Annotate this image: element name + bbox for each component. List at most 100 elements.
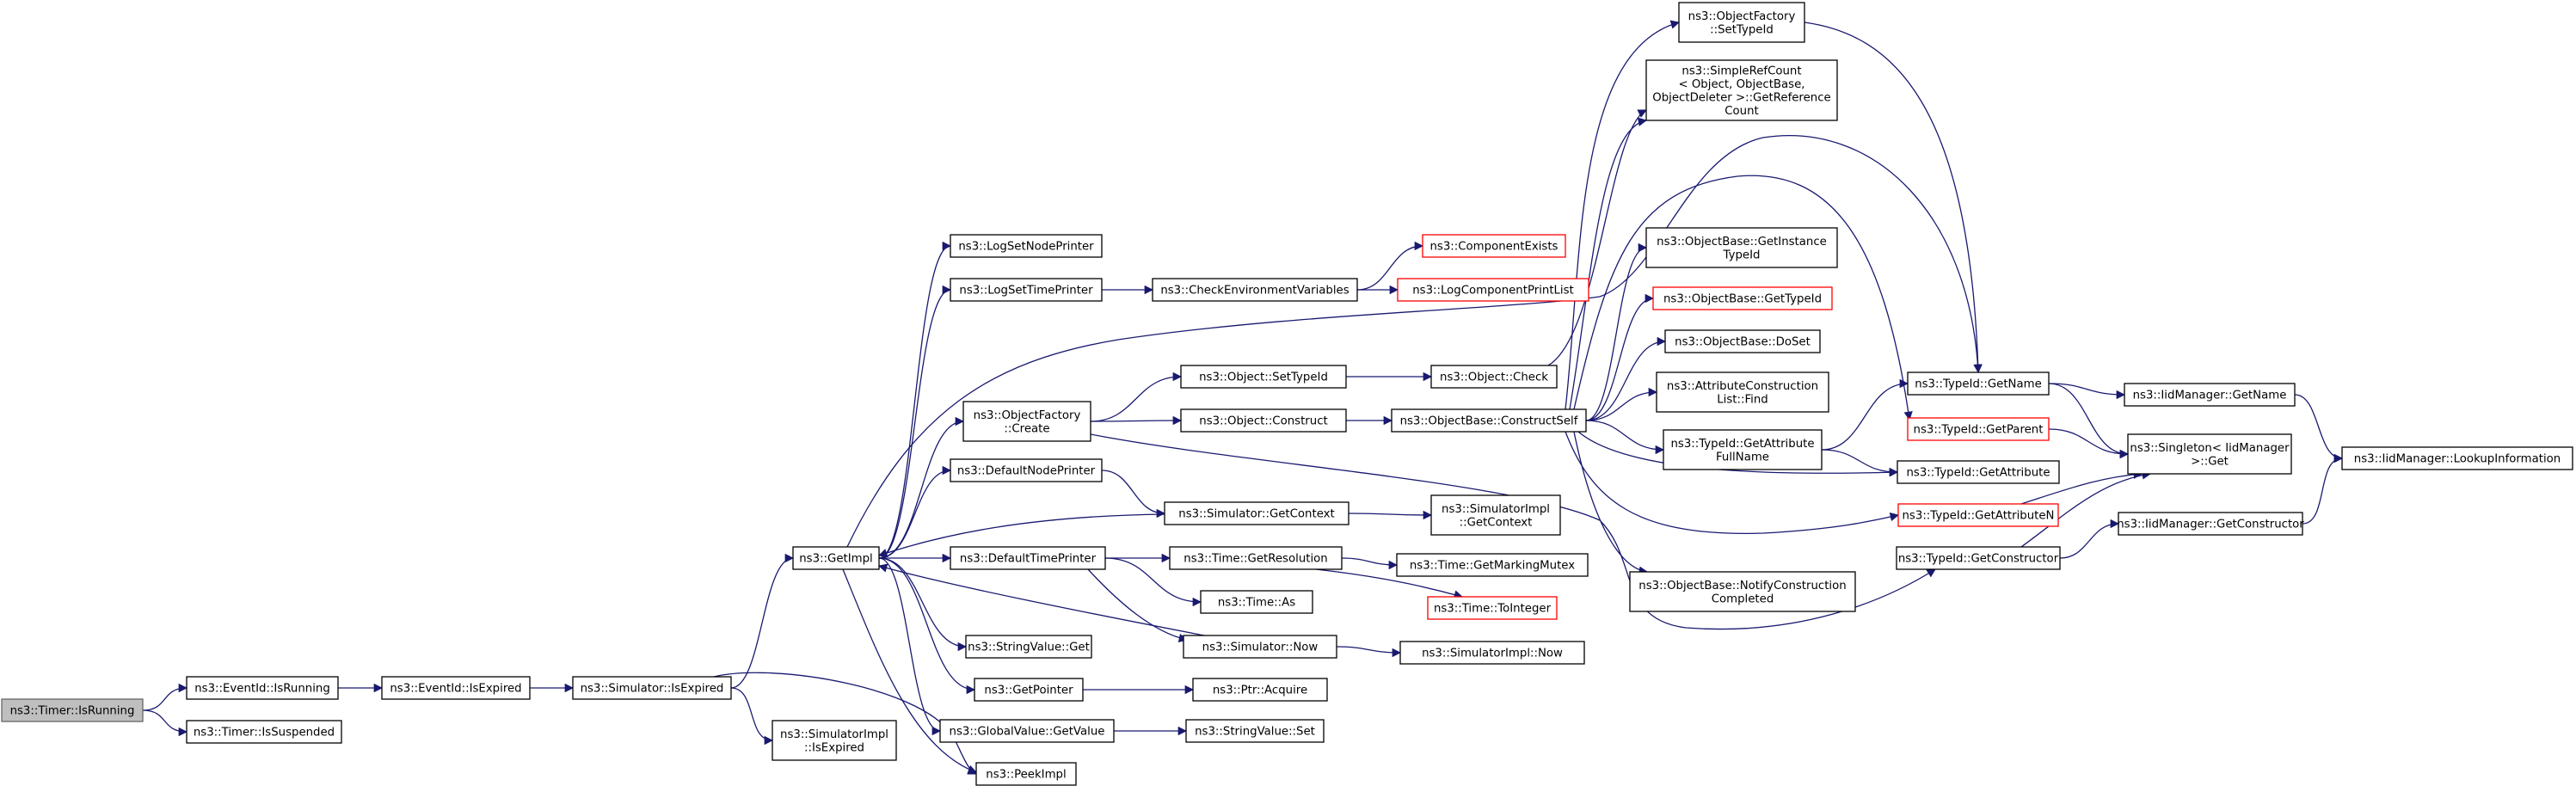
node-defaulttimeprinter[interactable]: ns3::DefaultTimePrinter xyxy=(950,546,1106,570)
node-object-construct[interactable]: ns3::Object::Construct xyxy=(1180,408,1347,433)
node-simulator-getcontext[interactable]: ns3::Simulator::GetContext xyxy=(1164,501,1349,525)
node-label: ns3::GetPointer xyxy=(984,685,1073,697)
node-label: ns3::CheckEnvironmentVariables xyxy=(1160,285,1349,298)
node-label: ns3::Object::Check xyxy=(1440,371,1548,384)
node-simulator-now[interactable]: ns3::Simulator::Now xyxy=(1183,635,1337,659)
edge-objectbase_constructself-to-objectbase_gettypeid xyxy=(1585,293,1655,421)
edge-simulator_now-to-simulatorimpl_now xyxy=(1336,646,1402,658)
node-eventid-isrunning[interactable]: ns3::EventId::IsRunning xyxy=(186,676,339,700)
edge-typeid_getname-to-singleton_get xyxy=(2048,383,2130,459)
node-label: ns3::ObjectFactory xyxy=(1688,10,1796,23)
node-logcomponentprintlist[interactable]: ns3::LogComponentPrintList xyxy=(1397,278,1589,302)
edge-simulator_now-to-getimpl xyxy=(877,563,1205,636)
node-iidmanager-lookupinformation[interactable]: ns3::IidManager::LookupInformation xyxy=(2341,446,2573,470)
node-label: Count xyxy=(1725,105,1759,118)
node-objectfactory-create[interactable]: ns3::ObjectFactory::Create xyxy=(962,401,1091,442)
edge-typeid_getparent-to-singleton_get xyxy=(2048,428,2130,459)
edge-time_getresolution-to-time_getmarkingmutex xyxy=(1341,557,1399,570)
node-label: ns3::Time::As xyxy=(1218,597,1295,610)
node-eventid-isexpired[interactable]: ns3::EventId::IsExpired xyxy=(381,676,531,700)
edge-typeid_getconstructor-to-singleton_get xyxy=(2020,470,2152,548)
edge-simulator_isexpired-to-peekimpl xyxy=(713,672,977,775)
node-label: ns3::TypeId::GetName xyxy=(1915,378,2042,391)
node-iidmanager-getconstructor[interactable]: ns3::IidManager::GetConstructor xyxy=(2117,512,2304,536)
node-object-check[interactable]: ns3::Object::Check xyxy=(1430,365,1558,389)
node-label: ns3::Time::GetResolution xyxy=(1183,553,1327,566)
node-label: ns3::DefaultTimePrinter xyxy=(960,553,1097,566)
node-singleton-get[interactable]: ns3::Singleton< IidManager >::Get xyxy=(2127,433,2292,475)
edge-typeid_getattributen-to-singleton_get xyxy=(2020,470,2143,505)
node-simulatorimpl-now[interactable]: ns3::SimulatorImpl::Now xyxy=(1399,641,1585,665)
node-getpointer[interactable]: ns3::GetPointer xyxy=(974,678,1084,702)
node-object-settypeid[interactable]: ns3::Object::SetTypeId xyxy=(1180,365,1347,389)
node-label: ns3::ObjectBase::GetInstance xyxy=(1657,236,1827,249)
node-peekimpl[interactable]: ns3::PeekImpl xyxy=(975,762,1077,786)
node-stringvalue-set[interactable]: ns3::StringValue::Set xyxy=(1185,719,1325,743)
edge-iidmanager_getname-to-iidmanager_lookupinformation xyxy=(2294,394,2344,464)
node-simplerefcount[interactable]: ns3::SimpleRefCount< Object, ObjectBase,… xyxy=(1645,59,1838,121)
node-label: ns3::Time::GetMarkingMutex xyxy=(1410,560,1575,573)
node-timer-issuspended[interactable]: ns3::Timer::IsSuspended xyxy=(186,720,342,744)
node-logsetnodeprinter[interactable]: ns3::LogSetNodePrinter xyxy=(950,234,1103,258)
node-typeid-getattribute[interactable]: ns3::TypeId::GetAttribute xyxy=(1897,460,2060,484)
node-label: ::IsExpired xyxy=(804,741,864,754)
edge-getimpl-to-stringvalue_get xyxy=(878,557,968,652)
node-typeid-getconstructor[interactable]: ns3::TypeId::GetConstructor xyxy=(1896,546,2061,570)
node-globalvalue-getvalue[interactable]: ns3::GlobalValue::GetValue xyxy=(939,719,1115,743)
node-simulatorimpl-isexpired[interactable]: ns3::SimulatorImpl::IsExpired xyxy=(772,720,897,761)
edge-checkenvironmentvariables-to-componentexists xyxy=(1356,241,1424,291)
node-label: ns3::ObjectBase::DoSet xyxy=(1675,336,1811,349)
node-objectbase-notifyconstructioncompleted[interactable]: ns3::ObjectBase::NotifyConstructionCompl… xyxy=(1629,571,1856,612)
node-componentexists[interactable]: ns3::ComponentExists xyxy=(1422,234,1566,258)
edge-objectbase_constructself-to-objectbase_getinstancetypeid xyxy=(1585,243,1648,421)
node-logsettimeprinter[interactable]: ns3::LogSetTimePrinter xyxy=(950,278,1103,302)
node-label: ns3::DefaultNodePrinter xyxy=(957,465,1096,478)
node-label: ns3::AttributeConstruction xyxy=(1667,380,1818,393)
node-defaultnodeprinter[interactable]: ns3::DefaultNodePrinter xyxy=(950,458,1103,482)
node-label: ns3::TypeId::GetAttributeN xyxy=(1903,510,2055,523)
node-time-getmarkingmutex[interactable]: ns3::Time::GetMarkingMutex xyxy=(1396,553,1589,577)
node-objectfactory-settypeid[interactable]: ns3::ObjectFactory::SetTypeId xyxy=(1678,2,1805,43)
node-stringvalue-get[interactable]: ns3::StringValue::Get xyxy=(965,635,1092,659)
node-label: List::Find xyxy=(1717,393,1768,406)
node-iidmanager-getname[interactable]: ns3::IidManager::GetName xyxy=(2124,383,2296,407)
node-label: FullName xyxy=(1716,451,1769,464)
node-time-as[interactable]: ns3::Time::As xyxy=(1200,590,1313,614)
node-label: TypeId xyxy=(1723,249,1761,261)
edge-time_getresolution-to-time_tointeger xyxy=(1315,568,1464,599)
node-time-getresolution[interactable]: ns3::Time::GetResolution xyxy=(1169,546,1343,570)
node-objectbase-doset[interactable]: ns3::ObjectBase::DoSet xyxy=(1664,329,1821,353)
node-timer-isrunning[interactable]: ns3::Timer::IsRunning xyxy=(1,698,144,722)
node-objectbase-constructself[interactable]: ns3::ObjectBase::ConstructSelf xyxy=(1391,408,1587,433)
node-label: ns3::Simulator::Now xyxy=(1202,642,1319,654)
edge-getimpl-to-getpointer xyxy=(878,557,976,695)
node-label: ns3::Simulator::GetContext xyxy=(1178,508,1334,521)
node-label: ns3::ObjectBase::ConstructSelf xyxy=(1400,415,1578,428)
node-label: ns3::SimpleRefCount xyxy=(1681,64,1801,77)
node-label: ns3::Timer::IsSuspended xyxy=(194,727,335,740)
node-getimpl[interactable]: ns3::GetImpl xyxy=(792,546,880,570)
edge-defaulttimeprinter-to-time_as xyxy=(1104,557,1202,607)
edge-defaultnodeprinter-to-simulator_getcontext xyxy=(1101,470,1166,519)
node-simulatorimpl-getcontext[interactable]: ns3::SimulatorImpl::GetContext xyxy=(1430,494,1561,536)
node-ptr-acquire[interactable]: ns3::Ptr::Acquire xyxy=(1192,678,1328,702)
node-label: ::SetTypeId xyxy=(1710,23,1774,36)
node-label: ::Create xyxy=(1004,422,1049,435)
node-objectbase-gettypeid[interactable]: ns3::ObjectBase::GetTypeId xyxy=(1652,286,1833,310)
node-typeid-getparent[interactable]: ns3::TypeId::GetParent xyxy=(1907,417,2050,441)
node-typeid-getattributen[interactable]: ns3::TypeId::GetAttributeN xyxy=(1897,503,2059,527)
node-typeid-getname[interactable]: ns3::TypeId::GetName xyxy=(1907,371,2050,396)
node-label: ns3::Object::Construct xyxy=(1199,415,1327,428)
edge-objectbase_constructself-to-typeid_getattributen xyxy=(1565,431,1900,535)
edge-objectfactory_create-to-object_settypeid xyxy=(1090,371,1183,422)
node-label: ns3::IidManager::LookupInformation xyxy=(2354,453,2561,466)
node-time-tointeger[interactable]: ns3::Time::ToInteger xyxy=(1427,596,1558,620)
edge-typeid_getconstructor-to-iidmanager_getconstructor xyxy=(2059,519,2120,559)
node-label: ns3::StringValue::Get xyxy=(968,642,1090,654)
node-checkenvironmentvariables[interactable]: ns3::CheckEnvironmentVariables xyxy=(1152,278,1358,302)
node-simulator-isexpired[interactable]: ns3::Simulator::IsExpired xyxy=(572,676,732,700)
